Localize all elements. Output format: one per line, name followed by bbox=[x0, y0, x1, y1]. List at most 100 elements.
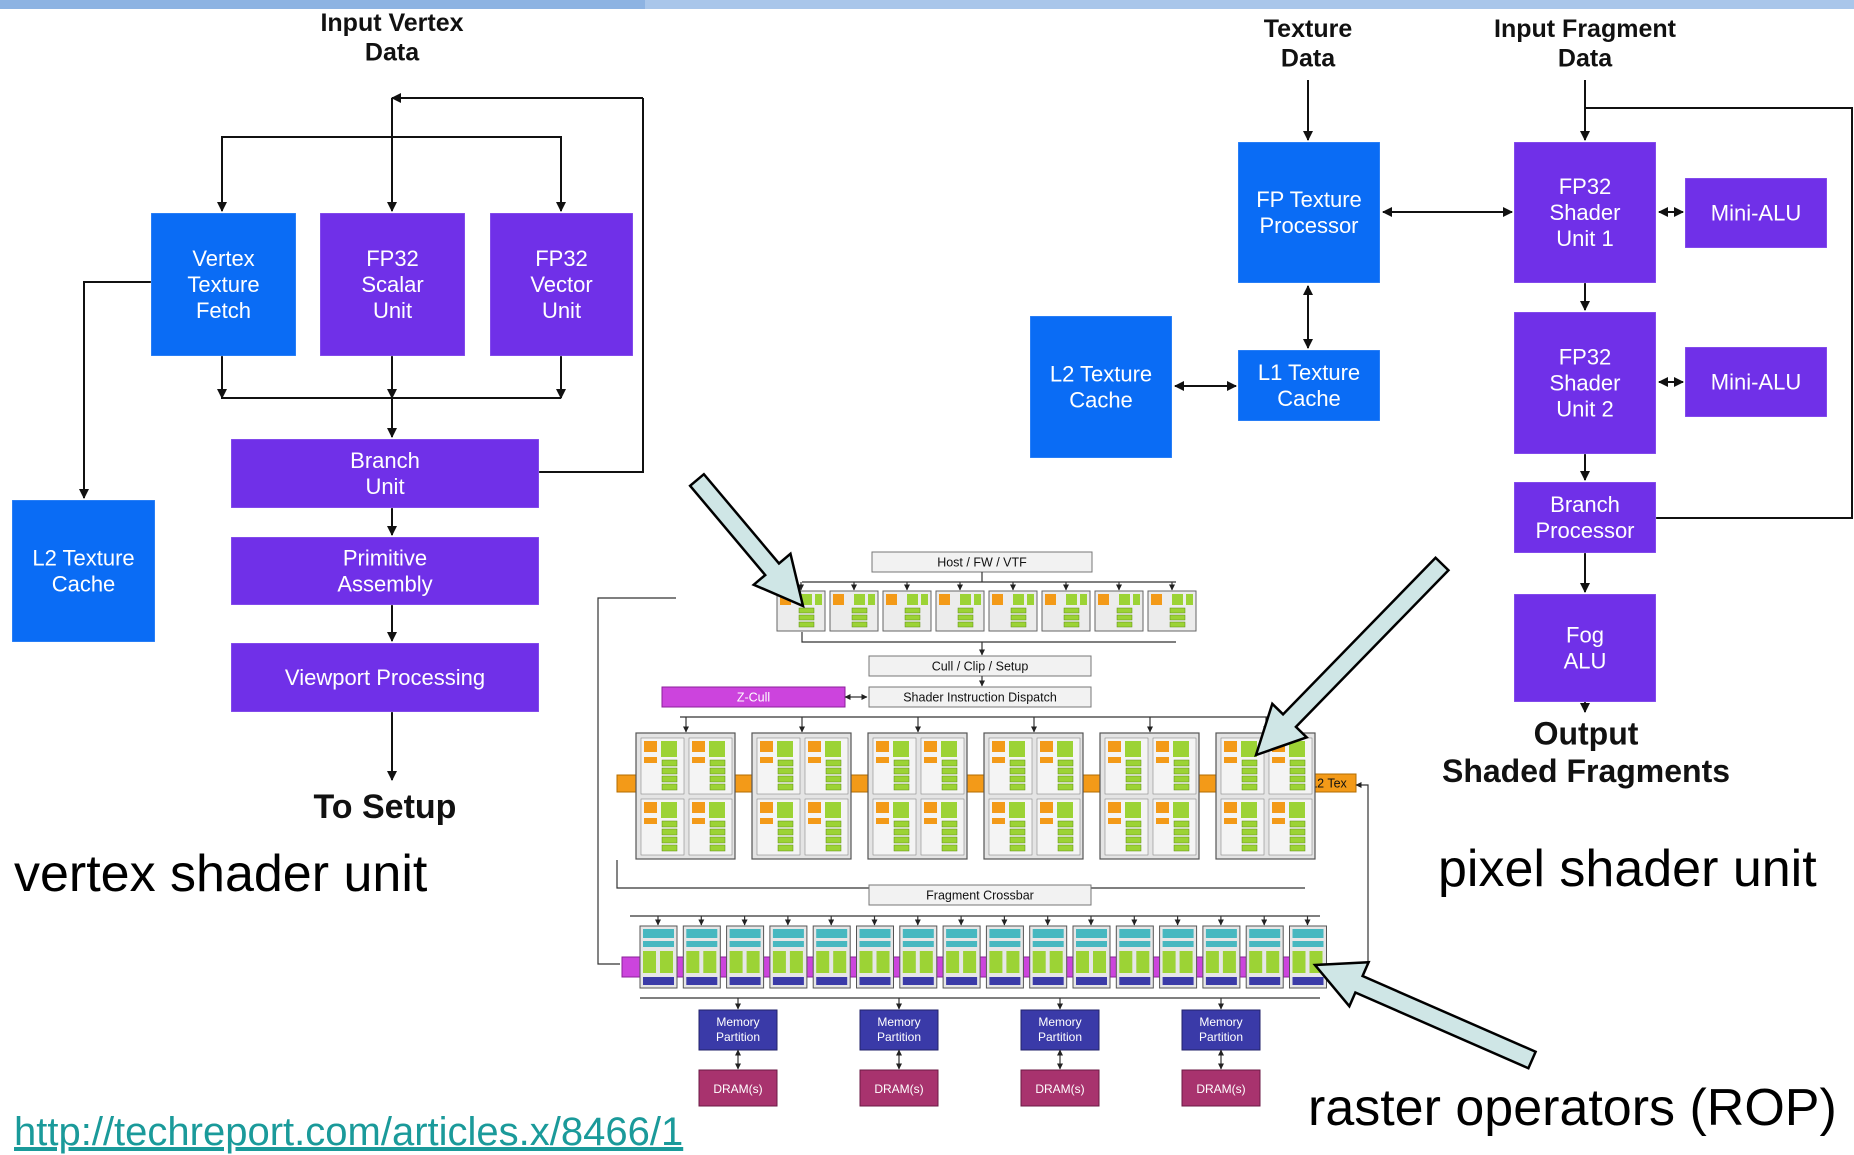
fragment-tex-unit bbox=[644, 802, 657, 813]
vertex-unit bbox=[829, 590, 879, 632]
shader-instruction-dispatch-box-text: Shader Instruction Dispatch bbox=[903, 691, 1057, 705]
vertex-unit-green-top bbox=[801, 594, 812, 605]
fragment-alu bbox=[1241, 759, 1258, 767]
rop-green-right bbox=[876, 951, 890, 973]
fragment-alu-top bbox=[1009, 802, 1025, 818]
rop-cyan-top bbox=[772, 929, 804, 938]
rop-green-left bbox=[1162, 951, 1176, 973]
fragment-alu bbox=[1057, 836, 1074, 844]
fragment-tex-unit-2 bbox=[1040, 757, 1053, 763]
fragment-tex-unit bbox=[692, 741, 705, 752]
vertex-out-bus bbox=[801, 632, 1176, 643]
vertex-unit-alu bbox=[904, 614, 921, 621]
fragment-alu bbox=[1173, 767, 1190, 775]
rop-green-right bbox=[1049, 951, 1063, 973]
rop-cyan-mid bbox=[1162, 941, 1194, 947]
rop-green-right bbox=[1179, 951, 1193, 973]
fragment-alu bbox=[1125, 783, 1142, 791]
fragment-alu bbox=[1125, 828, 1142, 836]
fragment-alu-top bbox=[893, 802, 909, 818]
fragment-quad bbox=[751, 732, 852, 860]
rop-unit bbox=[856, 925, 894, 989]
vertex-unit-green-side bbox=[974, 594, 981, 605]
fragment-crossbar-box-text: Fragment Crossbar bbox=[926, 889, 1034, 903]
rop-green-left bbox=[1205, 951, 1219, 973]
rop-green-right bbox=[1136, 951, 1150, 973]
fragment-alu bbox=[1057, 783, 1074, 791]
fragment-tex-unit-2 bbox=[992, 757, 1005, 763]
fragment-tex-unit-2 bbox=[992, 818, 1005, 824]
dram: DRAM(s) bbox=[1020, 1069, 1100, 1107]
fragment-alu bbox=[1057, 844, 1074, 852]
fragment-alu bbox=[661, 759, 678, 767]
rop-green-right bbox=[1006, 951, 1020, 973]
fragment-tex-unit-2 bbox=[1272, 818, 1285, 824]
dram: DRAM(s) bbox=[1181, 1069, 1261, 1107]
fragment-alu bbox=[1125, 820, 1142, 828]
rop-cyan-mid bbox=[902, 941, 934, 947]
caption-rop: raster operators (ROP) bbox=[1308, 1079, 1837, 1137]
fragment-alu bbox=[1289, 783, 1306, 791]
fragment-alu bbox=[1241, 828, 1258, 836]
rop-unit bbox=[1202, 925, 1241, 989]
vertex-unit-alu bbox=[1116, 621, 1133, 628]
fragment-alu bbox=[825, 783, 842, 791]
fragment-alu bbox=[1125, 844, 1142, 852]
fragment-alu-top bbox=[825, 741, 841, 757]
fragment-alu bbox=[893, 820, 910, 828]
fragment-tex-unit bbox=[1108, 741, 1121, 752]
pixel-feedback-loop bbox=[1585, 107, 1853, 519]
fragment-alu bbox=[893, 759, 910, 767]
vertex-unit-alu bbox=[851, 607, 868, 614]
rop-cyan-mid bbox=[1119, 941, 1151, 947]
vertex-unit-alu bbox=[1169, 607, 1186, 614]
fragment-alu bbox=[941, 783, 958, 791]
vertex-unit bbox=[988, 590, 1038, 632]
fragment-alu bbox=[1009, 836, 1026, 844]
vertex-unit-green-side bbox=[1027, 594, 1034, 605]
rop-navy-bottom bbox=[816, 977, 848, 985]
fragment-alu bbox=[1057, 828, 1074, 836]
z-cull-box: Z-Cull bbox=[661, 686, 846, 708]
fragment-alu bbox=[825, 759, 842, 767]
fragment-alu-top bbox=[709, 741, 725, 757]
fragment-alu-top bbox=[1173, 802, 1189, 818]
vertex-unit-orange bbox=[939, 594, 950, 605]
fragment-alu bbox=[825, 820, 842, 828]
fragment-tex-unit-2 bbox=[1156, 757, 1169, 763]
fragment-alu bbox=[661, 844, 678, 852]
to-setup-label: To Setup bbox=[314, 788, 457, 826]
caption-pixel-shader: pixel shader unit bbox=[1438, 840, 1817, 898]
fragment-alu bbox=[709, 820, 726, 828]
vertex-unit-green-top bbox=[1172, 594, 1183, 605]
fragment-tex-unit-2 bbox=[1108, 818, 1121, 824]
caption-vertex-shader: vertex shader unit bbox=[14, 845, 428, 903]
rop-green-left bbox=[816, 951, 830, 973]
mini-alu-2-box-label: Mini-ALU bbox=[1711, 370, 1801, 395]
fragment-alu bbox=[1173, 820, 1190, 828]
vertex-unit-alu bbox=[957, 621, 974, 628]
fragment-quad bbox=[983, 732, 1084, 860]
fragment-tex-unit-2 bbox=[692, 818, 705, 824]
rop-green-left bbox=[1076, 951, 1089, 973]
fragment-alu-top bbox=[1125, 741, 1141, 757]
rop-navy-bottom bbox=[1119, 977, 1151, 985]
fragment-alu bbox=[661, 783, 678, 791]
vertex-input-to-vector bbox=[392, 136, 566, 212]
fragment-tex-unit-2 bbox=[808, 757, 821, 763]
fragment-alu-top bbox=[941, 741, 957, 757]
fragment-quad bbox=[635, 732, 736, 860]
vertex-unit bbox=[1094, 590, 1144, 632]
fragment-tex-unit-2 bbox=[644, 757, 657, 763]
fragment-alu-top bbox=[1057, 741, 1073, 757]
